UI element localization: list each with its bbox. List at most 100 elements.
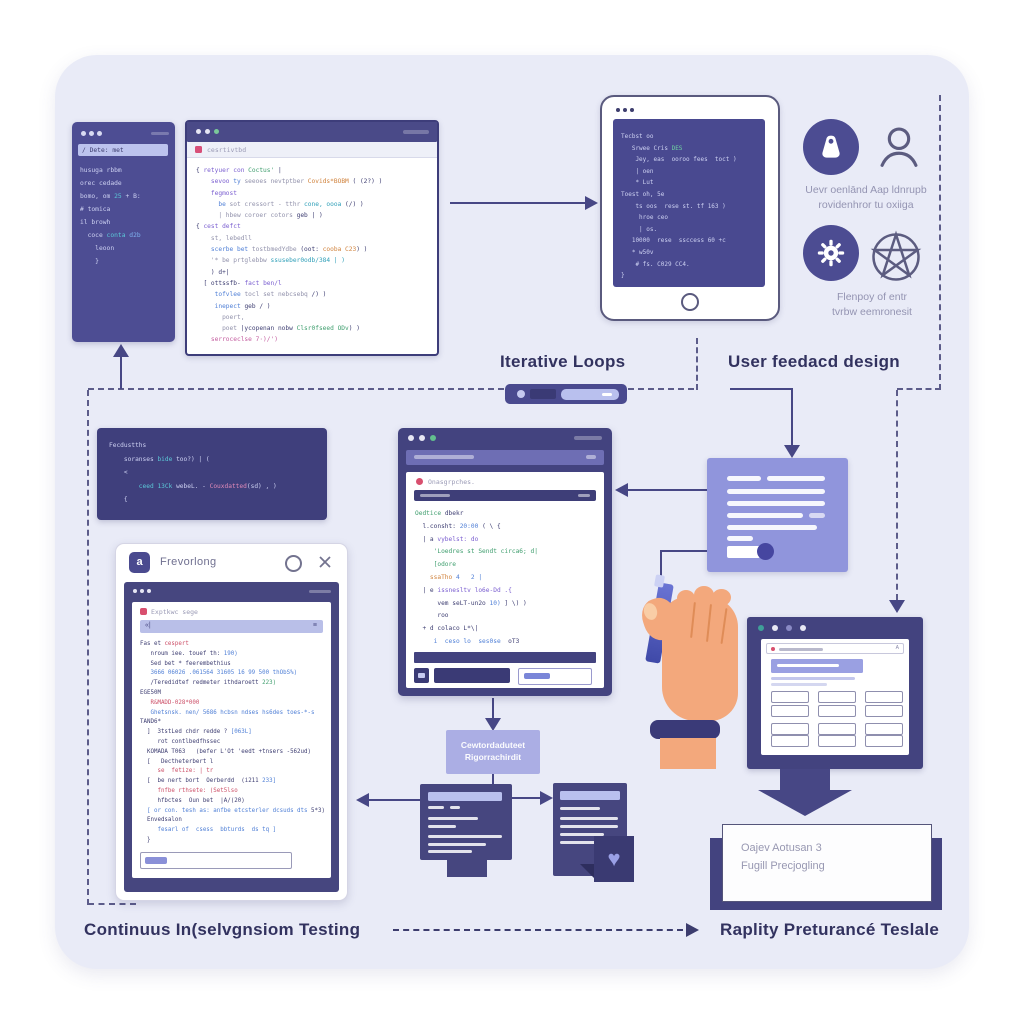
dashed-line-top-horizontal (88, 388, 694, 390)
window-dot[interactable] (214, 129, 219, 134)
window-dot[interactable] (196, 129, 201, 134)
flow-label-line1: Cewtordaduteet (460, 740, 526, 750)
dashed-line-mid-vertical (696, 338, 698, 390)
connector-phone-up (120, 355, 122, 389)
connector-card-editor (628, 489, 708, 491)
main-editor-tabbar: cesrtivtbd (187, 142, 437, 158)
user-caption: Uevr oenlānd Aap ldnrupb rovidenhror tu … (790, 183, 942, 213)
form-field[interactable] (771, 691, 809, 703)
monitor-arrow-stem (780, 769, 830, 790)
form-field[interactable] (818, 705, 856, 717)
form-field[interactable] (865, 735, 903, 747)
pill-dot (517, 390, 525, 398)
deco-line (727, 513, 803, 518)
deco-line (779, 648, 823, 651)
deco-line (428, 806, 444, 809)
site-icon (771, 647, 775, 651)
label-iterative-loops: Iterative Loops (500, 352, 626, 371)
deco-line (602, 392, 612, 396)
arrowhead-monitor (889, 600, 905, 613)
deploy-caption: Flenpoy of entr tvrbw eemronesit (800, 290, 944, 320)
tablet-dot (630, 108, 634, 112)
window-dot (800, 625, 806, 631)
connector-editor-flowbox (492, 698, 494, 720)
deco-line (428, 843, 486, 846)
deco-line (727, 501, 825, 506)
card-toggle-knob[interactable] (757, 543, 774, 560)
deco-line (151, 132, 169, 135)
monitor-screen: A (761, 639, 909, 755)
gear-icon (817, 239, 845, 267)
form-field[interactable] (771, 723, 809, 735)
window-dot (786, 625, 792, 631)
close-icon[interactable] (318, 555, 332, 569)
forearm (660, 738, 716, 769)
window-dot (133, 589, 137, 593)
browser-input-field[interactable] (140, 852, 292, 869)
address-bar[interactable]: A (766, 643, 904, 654)
form-field[interactable] (818, 691, 856, 703)
card-button[interactable] (727, 546, 760, 558)
deco-line (418, 673, 425, 678)
flow-label-box: Cewtordaduteet Rigorrachirdit (446, 730, 540, 774)
form-field[interactable] (771, 705, 809, 717)
form-field[interactable] (865, 705, 903, 717)
form-field[interactable] (865, 691, 903, 703)
comment-icon[interactable] (414, 668, 429, 683)
deploy-caption-line2: tvrbw eemronesit (832, 306, 912, 318)
hero-banner (771, 659, 863, 673)
main-editor-titlebar (187, 122, 437, 142)
phone-highlight-row[interactable]: / Dete: met (78, 144, 168, 156)
toolbar-menu-icon[interactable]: ≡ (312, 622, 317, 629)
mid-editor-content: Onasgrpches. Oedtice dbekr l.consht: 20:… (406, 472, 604, 688)
user-icon (880, 127, 918, 167)
file-icon (195, 146, 202, 153)
flow-label-line2: Rigorrachirdit (464, 751, 522, 762)
page-icon (416, 478, 423, 485)
browser-title: Frevorlong (160, 556, 217, 568)
progress-pill[interactable] (505, 384, 627, 404)
dashed-line-left-vertical (87, 390, 89, 905)
heart-badge: ♥ (594, 836, 634, 882)
toolbar-back-icon[interactable]: «| (145, 622, 151, 629)
tablet-device: Tecbst oo Srwee Cris DES Jey, eas ooroo … (600, 95, 780, 321)
network-star-icon (870, 230, 922, 281)
form-field[interactable] (865, 723, 903, 735)
browser-toolbar[interactable]: «| ≡ (140, 620, 323, 633)
mid-editor-dark-field[interactable] (434, 668, 510, 683)
main-editor-tab-label[interactable]: cesrtivtbd (207, 146, 247, 154)
form-field[interactable] (771, 735, 809, 747)
tablet-home-button[interactable] (681, 293, 699, 311)
window-dot[interactable] (408, 435, 414, 441)
connector-feedback-v (791, 388, 793, 446)
connector-doc-browser (368, 799, 420, 801)
user-caption-line1: Uevr oenlānd Aap ldnrupb (805, 184, 927, 196)
deco-line (727, 489, 825, 494)
tablet-dot (623, 108, 627, 112)
arrowhead-mid-editor (615, 483, 628, 497)
deco-line (560, 841, 616, 844)
search-icon[interactable] (285, 555, 302, 572)
user-caption-line2: rovidenhror tu oxiiga (818, 199, 914, 211)
form-field[interactable] (818, 723, 856, 735)
deco-line (428, 850, 472, 853)
result-card-line2: Fugill Precjogling (741, 860, 825, 872)
mid-editor-window: Onasgrpches. Oedtice dbekr l.consht: 20:… (398, 428, 612, 696)
mid-editor-input-field[interactable] (518, 668, 592, 685)
deco-line (727, 525, 817, 530)
result-card-text: Oajev Aotusan 3 Fugill Precjogling (741, 839, 825, 875)
heart-badge-fold (580, 864, 596, 880)
tablet-code: Tecbst oo Srwee Cris DES Jey, eas ooroo … (621, 133, 737, 280)
monitor: A (747, 617, 923, 769)
browser-titlebar: a Frevorlong (116, 544, 347, 582)
deco-line (428, 817, 478, 820)
form-field[interactable] (818, 735, 856, 747)
window-dot[interactable] (430, 435, 436, 441)
window-dot (147, 589, 151, 593)
deco-line (727, 536, 753, 541)
window-dot[interactable] (419, 435, 425, 441)
window-dot[interactable] (205, 129, 210, 134)
deco-line (450, 806, 460, 809)
heart-icon: ♥ (607, 846, 621, 871)
